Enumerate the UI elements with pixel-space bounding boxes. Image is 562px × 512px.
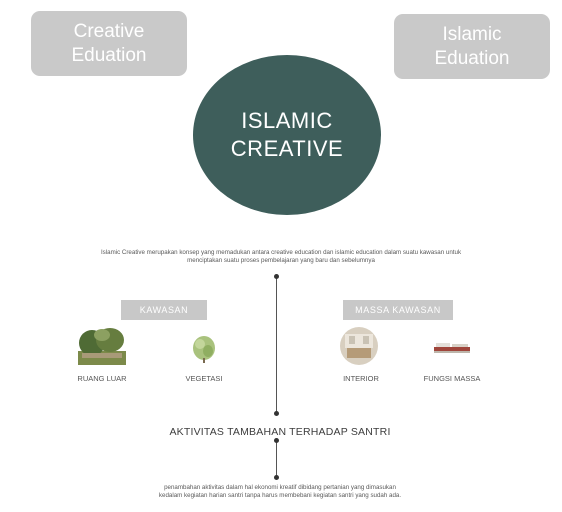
vegetation-icon [191, 335, 217, 363]
islamic-education-line1: Islamic [442, 23, 502, 45]
ruang-luar-caption: RUANG LUAR [77, 374, 127, 383]
connector-dot-top [274, 274, 279, 279]
connector-dot-middle [274, 411, 279, 416]
connector-dot-bottom [274, 475, 279, 480]
connector-dot-lower-top [274, 438, 279, 443]
intro-line2: menciptakan suatu proses pembelajaran ya… [187, 257, 375, 264]
footer-paragraph: penambahan aktivitas dalam hal ekonomi k… [80, 484, 480, 500]
footer-line1: penambahan aktivitas dalam hal ekonomi k… [164, 484, 396, 491]
interior-icon [339, 326, 379, 366]
kawasan-label: KAWASAN [121, 300, 207, 320]
interior-caption: INTERIOR [343, 374, 379, 383]
aktivitas-heading: AKTIVITAS TAMBAHAN TERHADAP SANTRI [169, 426, 391, 438]
circle-line1: ISLAMIC [241, 108, 333, 133]
islamic-education-line2: Eduation [434, 47, 510, 69]
outdoor-space-icon [78, 327, 126, 365]
creative-education-box: Creative Eduation [31, 11, 187, 76]
intro-line1: Islamic Creative merupakan konsep yang m… [100, 249, 462, 256]
intro-paragraph: Islamic Creative merupakan konsep yang m… [8, 249, 554, 265]
footer-line2: kedalam kegiatan harian santri tanpa har… [158, 492, 402, 499]
connector-line-upper [276, 276, 277, 414]
fungsi-massa-caption: FUNGSI MASSA [423, 374, 481, 383]
massa-kawasan-label: MASSA KAWASAN [343, 300, 453, 320]
circle-line2: CREATIVE [230, 136, 344, 161]
vegetasi-caption: VEGETASI [185, 374, 223, 383]
islamic-creative-circle: ISLAMIC CREATIVE [193, 55, 381, 215]
creative-education-line1: Creative [73, 20, 145, 42]
islamic-education-box: Islamic Eduation [394, 14, 550, 79]
creative-education-line2: Eduation [71, 44, 147, 66]
connector-line-lower [276, 440, 277, 478]
building-function-icon [432, 335, 472, 359]
